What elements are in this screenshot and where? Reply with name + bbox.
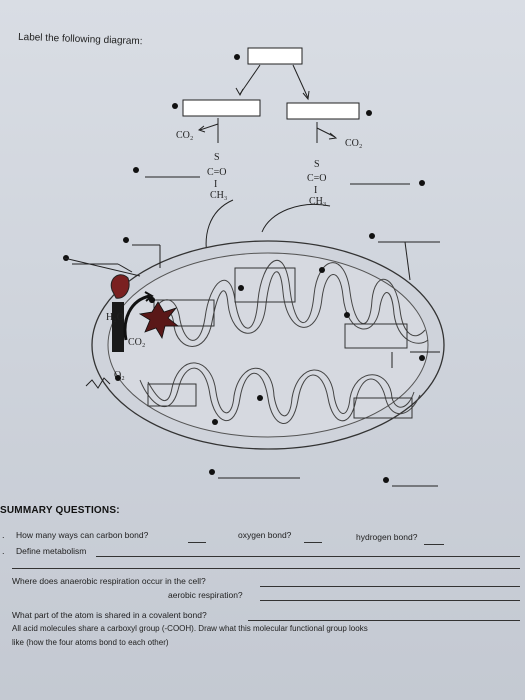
- co2-left-label: CO₂: [176, 130, 193, 141]
- q5-text-line1: All acid molecules share a carboxyl grou…: [12, 624, 368, 633]
- label-box-top[interactable]: [247, 47, 303, 65]
- methyl-right: CH₃: [309, 196, 326, 207]
- q1-oxygen-answer[interactable]: [304, 542, 322, 543]
- pointer-line-left: [63, 257, 141, 277]
- metabolism-diagram: CO₂ CO₂ S C=O I CH₃ S C=O I CH₃: [63, 47, 445, 487]
- label-dot-ext-5: [383, 477, 389, 483]
- label-dot-left: [172, 103, 178, 109]
- branch-left-co2: [199, 123, 219, 131]
- label-dot-ext-1: [123, 237, 129, 243]
- inner-label-box-1[interactable]: [234, 267, 296, 303]
- co2-inner-label: CO₂: [128, 337, 145, 348]
- q1-hydrogen-text: hydrogen bond?: [356, 532, 418, 542]
- cristae-upper: [149, 260, 426, 341]
- q4-answer-line[interactable]: [248, 620, 520, 621]
- q3-answer-line[interactable]: [260, 586, 520, 587]
- label-dot-ext-4: [209, 469, 215, 475]
- q2-answer-line-2[interactable]: [12, 568, 520, 569]
- q2-text: Define metabolism: [16, 546, 87, 556]
- inner-label-dot-4: [212, 419, 218, 425]
- cristae-upper-inner: [159, 271, 429, 347]
- electron-dot: [115, 375, 121, 381]
- q3-text: Where does anaerobic respiration occur i…: [12, 576, 206, 586]
- label-box-right[interactable]: [286, 102, 360, 120]
- mitochondrion-inner-membrane: [107, 252, 429, 438]
- carbonyl-left: C=O: [207, 167, 227, 178]
- methyl-left: CH₃: [210, 190, 227, 201]
- label-dot-right: [366, 110, 372, 116]
- inner-label-box-2[interactable]: [344, 323, 408, 349]
- co2-right-label: CO₂: [345, 138, 362, 149]
- q1-hydrogen-answer[interactable]: [424, 544, 444, 545]
- transport-protein: [110, 274, 130, 299]
- label-box-left[interactable]: [182, 99, 261, 117]
- q3b-text: aerobic respiration?: [168, 590, 243, 600]
- arrowhead-top-left: [235, 87, 244, 97]
- inner-label-box-3[interactable]: [353, 397, 413, 419]
- arrow-top-right: [292, 64, 309, 99]
- q5-text-line2: like (how the four atoms bond to each ot…: [12, 638, 169, 647]
- q4-text: What part of the atom is shared in a cov…: [12, 610, 207, 620]
- proton-flow-arrowhead: [144, 291, 154, 302]
- q1-oxygen-text: oxygen bond?: [238, 530, 292, 540]
- electron-path: [85, 377, 111, 389]
- label-dot-right-mid: [419, 355, 425, 361]
- cristae-lower-inner: [147, 362, 415, 417]
- q1-marker: .: [2, 530, 5, 540]
- q3b-answer-line[interactable]: [260, 600, 520, 601]
- carbonyl-right: C=O: [307, 173, 327, 184]
- bond-left: I: [214, 179, 217, 190]
- starburst-dot: [149, 297, 155, 303]
- summary-title: SUMMARY QUESTIONS:: [0, 505, 120, 516]
- label-dot-ext-3: [369, 233, 375, 239]
- q2-marker: .: [2, 546, 5, 556]
- arrowhead-co2-right: [328, 132, 338, 140]
- inner-label-box-4[interactable]: [147, 383, 197, 407]
- inner-label-dot-1: [238, 285, 244, 291]
- inner-label-dot-3: [257, 395, 263, 401]
- q1-carbon-answer[interactable]: [188, 542, 206, 543]
- label-dot-top: [234, 54, 240, 60]
- label-dot-left-acetyl: [133, 167, 139, 173]
- cristae-lower: [139, 367, 421, 424]
- arrowhead-co2-left: [197, 125, 206, 133]
- branch-right-co2: [316, 127, 336, 138]
- label-dot-inner-top: [319, 267, 325, 273]
- sulfur-right: S: [314, 159, 320, 170]
- sulfur-left: S: [214, 152, 220, 163]
- pointer-ext-3: [404, 241, 411, 281]
- label-dot-right-acetyl: [419, 180, 425, 186]
- q1-text: How many ways can carbon bond?: [16, 530, 149, 540]
- arrowhead-top-right: [302, 90, 310, 101]
- bond-right: I: [314, 185, 317, 196]
- pointer-ext-2: [117, 263, 133, 273]
- membrane-channel: [112, 302, 124, 352]
- inner-label-dot-2: [344, 312, 350, 318]
- h2o-label: H₂O: [106, 312, 124, 323]
- q2-answer-line-1[interactable]: [96, 556, 520, 557]
- arrow-acetyl-right-in: [261, 203, 331, 233]
- proton-flow-arrow: [123, 294, 151, 341]
- reaction-starburst: [138, 301, 180, 340]
